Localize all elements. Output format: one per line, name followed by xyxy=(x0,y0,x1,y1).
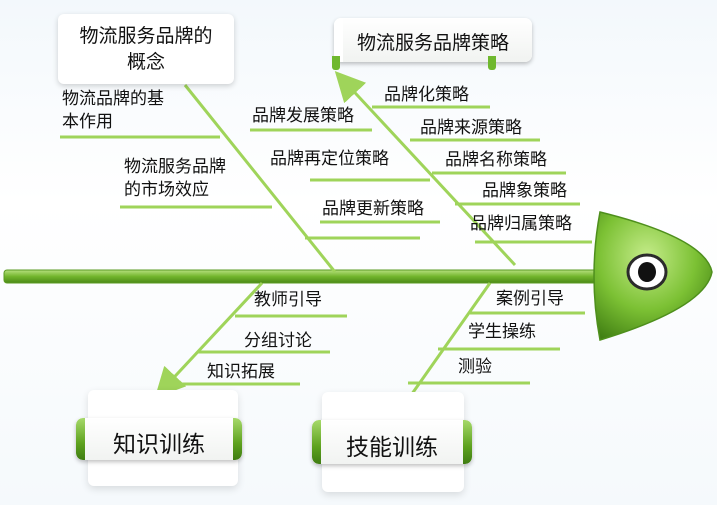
skill-training-label: 技能训练 xyxy=(346,435,438,461)
strategy-ownership: 品牌归属策略 xyxy=(470,214,572,234)
bone-knowledge xyxy=(154,281,264,398)
strategy-brand-dev: 品牌发展策略 xyxy=(252,106,354,126)
bone-strategy xyxy=(334,71,517,267)
market-effect-line1: 物流服务品牌 xyxy=(124,157,226,177)
fishbone-spine xyxy=(3,269,617,284)
market-effect-line2: 的市场效应 xyxy=(124,180,209,200)
strategy-label: 物流服务品牌策略 xyxy=(356,32,509,54)
item-test: 测验 xyxy=(458,357,492,377)
strategy-brandize: 品牌化策略 xyxy=(384,85,469,105)
strategy-reposition: 品牌再定位策略 xyxy=(270,149,389,169)
basic-role-line2: 本作用 xyxy=(62,112,113,132)
strategy-source: 品牌来源策略 xyxy=(420,118,522,138)
knowledge-training-label: 知识训练 xyxy=(113,432,205,458)
item-student-practice: 学生操练 xyxy=(468,322,536,342)
item-case-guide: 案例引导 xyxy=(496,289,564,309)
strategy-name: 品牌名称策略 xyxy=(445,150,547,170)
skill-training-box: 技能训练 xyxy=(312,420,472,464)
item-group-discussion: 分组讨论 xyxy=(244,331,312,351)
knowledge-training-box: 知识训练 xyxy=(76,418,242,460)
strategy-box: 物流服务品牌策略 xyxy=(334,18,532,62)
strategy-renew: 品牌更新策略 xyxy=(322,199,424,219)
basic-role-line1: 物流品牌的基 xyxy=(62,89,164,109)
item-knowledge-expand: 知识拓展 xyxy=(207,362,275,382)
strategy-image: 品牌象策略 xyxy=(482,181,567,201)
fish-pupil xyxy=(638,262,656,282)
item-teacher-guide: 教师引导 xyxy=(254,290,322,310)
concept-label-line2: 概念 xyxy=(126,51,165,73)
bone-concept xyxy=(183,84,337,273)
strategy-box-accent-left xyxy=(332,56,340,70)
concept-label-line1: 物流服务品牌的 xyxy=(79,25,213,47)
concept-box: 物流服务品牌的 概念 xyxy=(58,14,234,84)
strategy-box-accent-right xyxy=(488,56,496,70)
